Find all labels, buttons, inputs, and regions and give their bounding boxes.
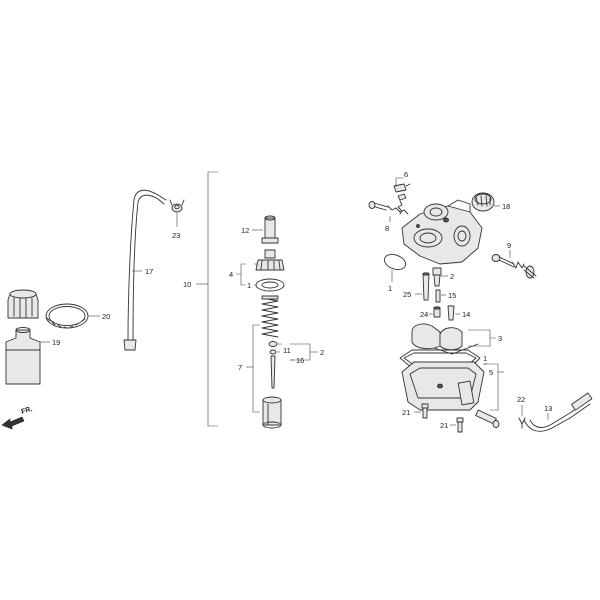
callout-23: 23 — [172, 231, 180, 240]
drain-screw-part — [475, 409, 500, 428]
callout-18: 18 — [502, 202, 510, 211]
callout-14: 14 — [462, 310, 470, 319]
callout-2-right: 2 — [450, 272, 454, 281]
callout-5: 5 — [489, 368, 493, 377]
callout-9: 9 — [507, 241, 511, 250]
callout-2-center: 2 — [320, 348, 324, 357]
throttle-valve-part — [262, 396, 282, 429]
throttle-spring-part — [261, 295, 279, 338]
callout-7: 7 — [238, 363, 242, 372]
callout-1-top: 1 — [247, 281, 251, 290]
needle-jet-part — [422, 272, 430, 301]
oil-bottle-part — [5, 327, 41, 385]
tube-clip-22-part — [518, 417, 526, 429]
overflow-tube-part — [523, 392, 593, 432]
choke-cap-part — [471, 192, 495, 212]
jet-holder-part — [432, 267, 442, 287]
leader-4 — [236, 263, 246, 286]
float-needle-part — [433, 306, 441, 318]
callout-8: 8 — [385, 224, 389, 233]
pilot-screw-part — [393, 183, 411, 215]
adjust-screw-spring-part — [368, 201, 409, 215]
callout-24: 24 — [420, 310, 428, 319]
callout-1-oring: 1 — [388, 284, 392, 293]
vent-tube-part — [123, 189, 167, 351]
float-part — [411, 323, 479, 355]
callout-12: 12 — [241, 226, 249, 235]
leader-11 — [277, 343, 282, 353]
adjuster-part — [261, 215, 279, 244]
chamber-screw-right-part — [456, 417, 464, 433]
callout-17: 17 — [145, 267, 153, 276]
bracket-3 — [468, 329, 496, 347]
bracket-5 — [484, 363, 499, 411]
callout-11: 11 — [283, 346, 291, 355]
needle-clip-part — [268, 341, 278, 355]
main-jet-part — [435, 289, 441, 303]
o-ring-part — [383, 253, 407, 271]
callout-15: 15 — [448, 291, 456, 300]
callout-19: 19 — [52, 338, 60, 347]
jet-needle-part — [270, 355, 276, 389]
bracket-7 — [252, 324, 260, 413]
group-bracket-10 — [196, 171, 218, 427]
carburetor-body-part — [401, 199, 483, 265]
float-chamber-part — [401, 361, 485, 411]
callout-3: 3 — [498, 334, 502, 343]
oil-bottle-cap-part — [7, 289, 39, 319]
callout-1-right: 1 — [483, 354, 487, 363]
callout-10: 10 — [183, 280, 191, 289]
callout-22: 22 — [517, 395, 525, 404]
throttle-stop-screw-part — [491, 254, 537, 279]
front-direction-label: FR. — [20, 406, 33, 416]
callout-6: 6 — [404, 170, 408, 179]
tube-clip-part — [169, 199, 185, 213]
callout-16: 16 — [296, 356, 304, 365]
gasket-part — [255, 278, 285, 292]
callout-21-right: 21 — [440, 421, 448, 430]
callout-20: 20 — [102, 312, 110, 321]
oil-ring-part — [45, 303, 89, 329]
callout-25: 25 — [403, 290, 411, 299]
slow-jet-part — [447, 305, 455, 321]
callout-4: 4 — [229, 270, 233, 279]
callout-21-left: 21 — [402, 408, 410, 417]
front-direction-arrow-icon — [1, 416, 25, 430]
leader-6 — [395, 177, 404, 187]
top-cap-part — [255, 249, 285, 271]
chamber-screw-left-part — [421, 403, 429, 419]
callout-13: 13 — [544, 404, 552, 413]
